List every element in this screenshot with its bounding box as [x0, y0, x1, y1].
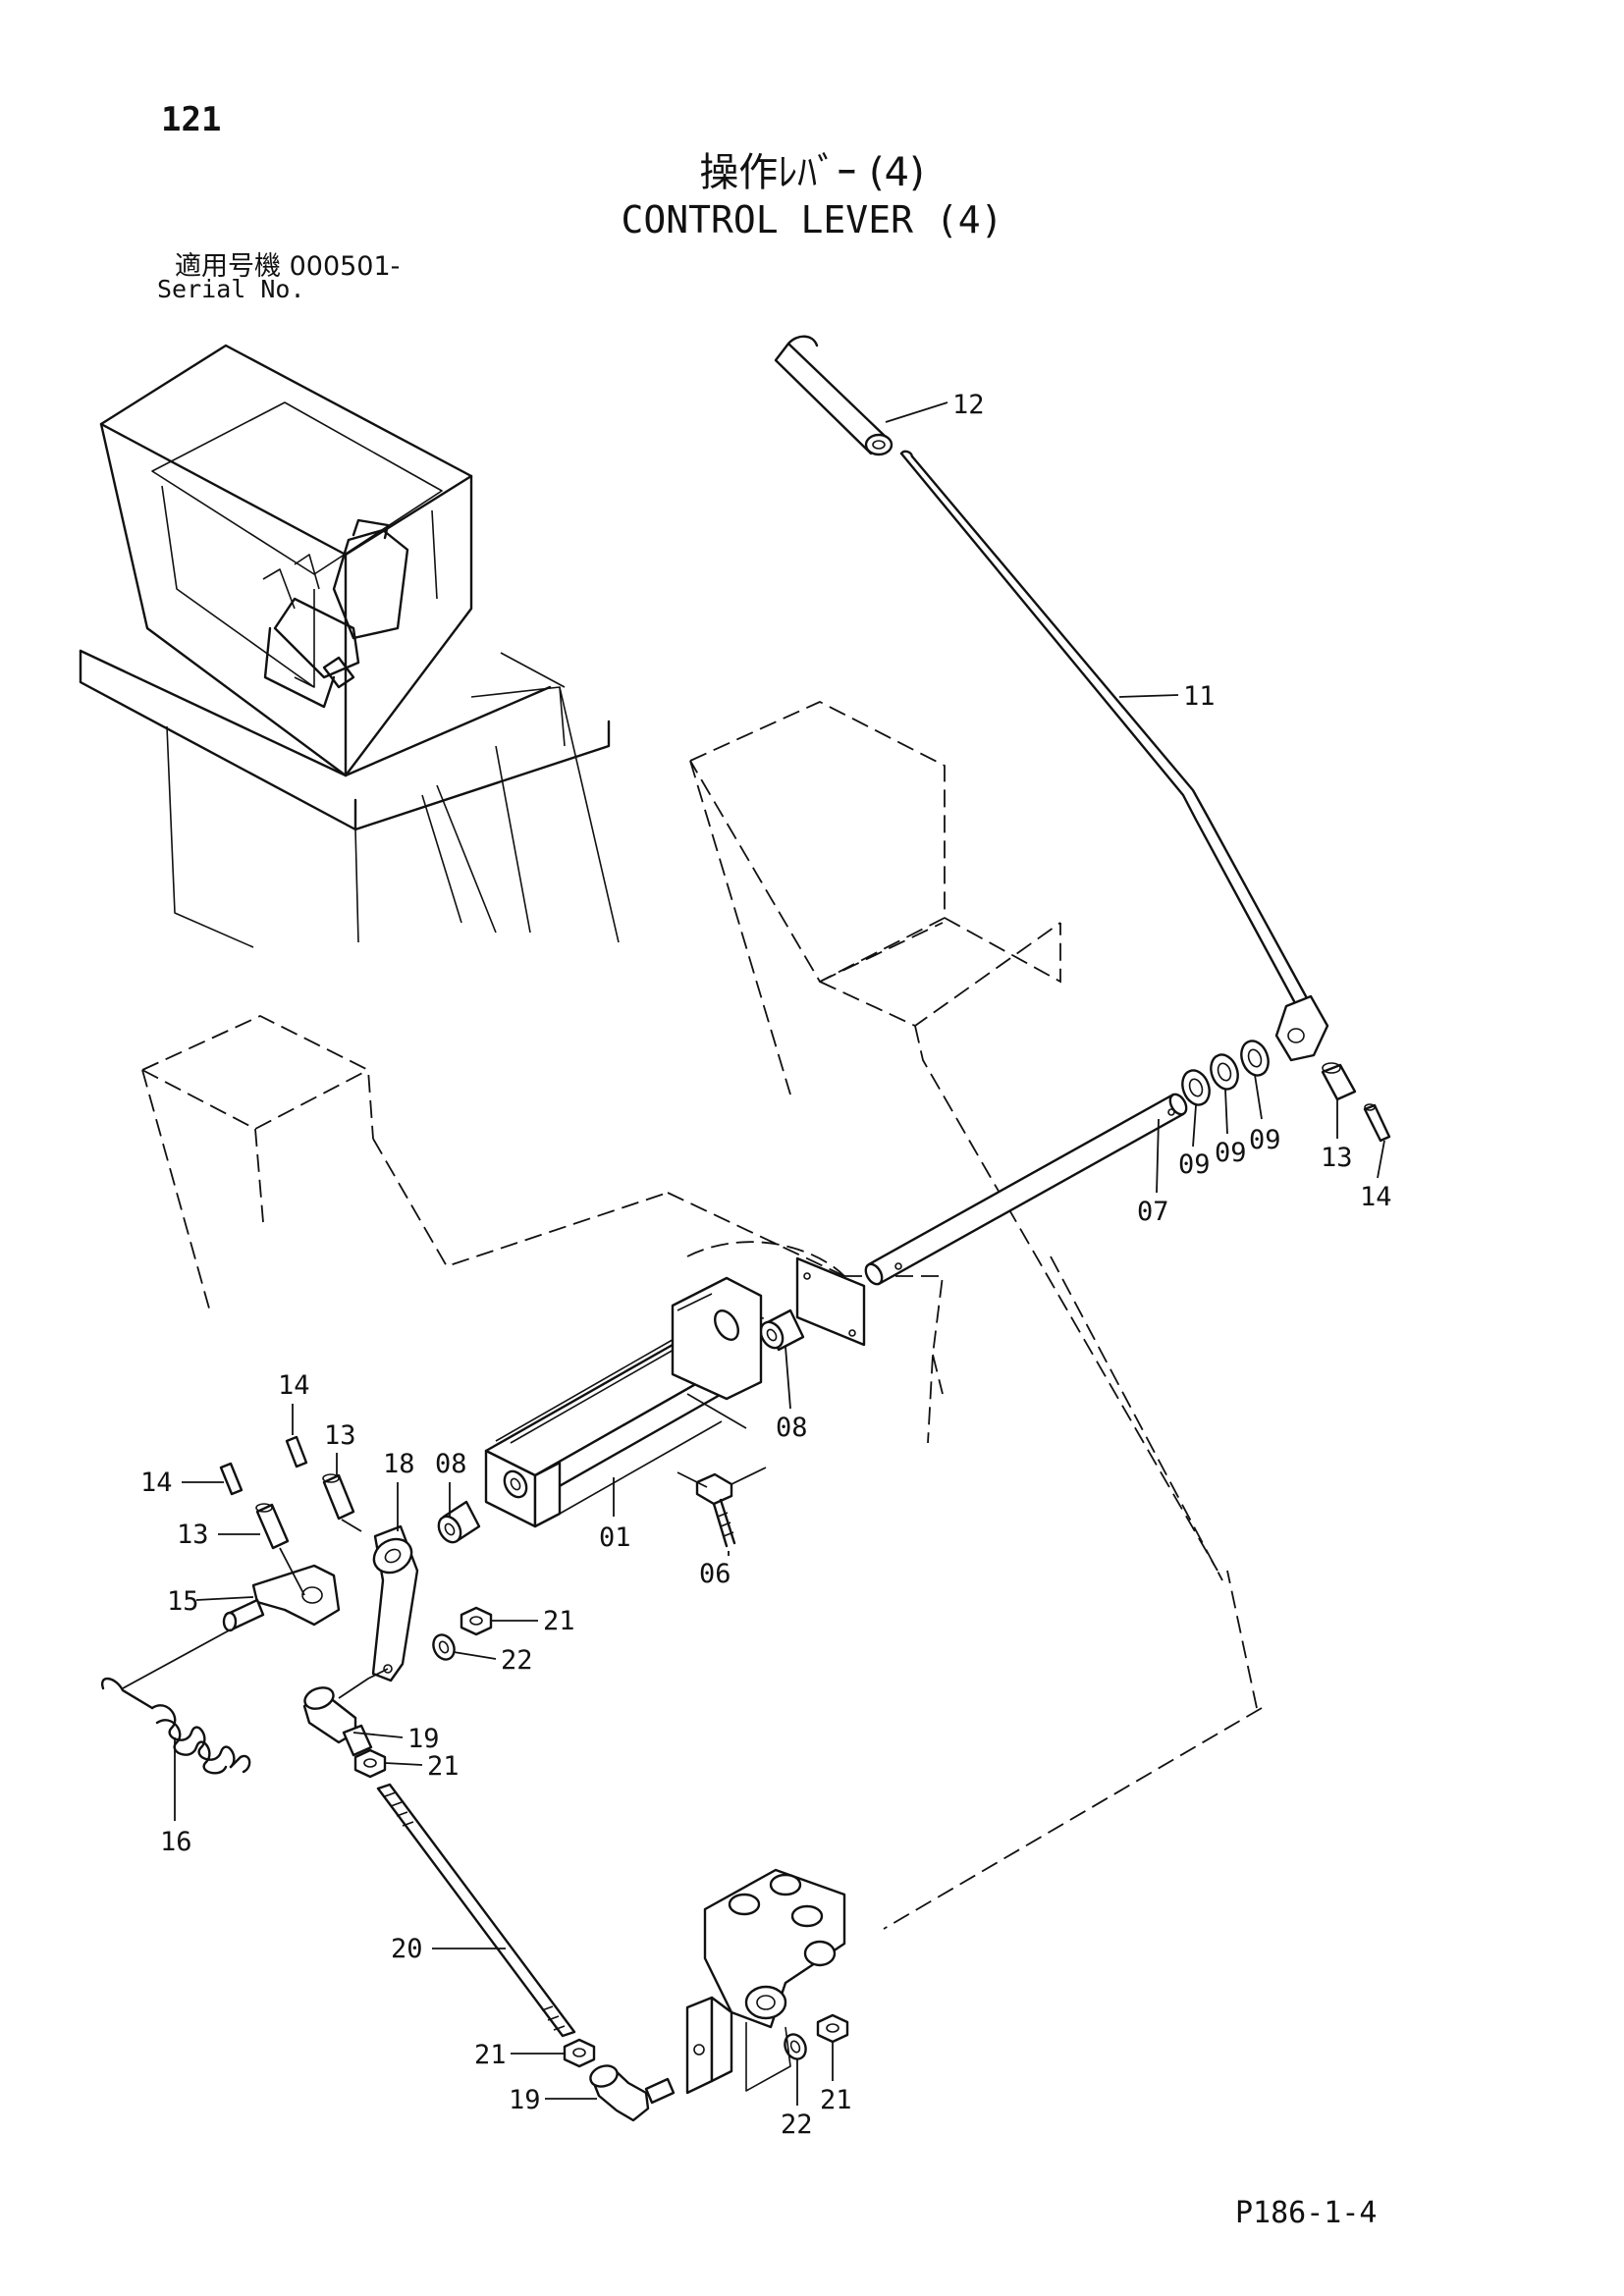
washers-part-09 — [1181, 1040, 1270, 1106]
pin-part-14-upper-left — [285, 1435, 308, 1468]
callout-14-right: 14 — [1360, 1182, 1392, 1212]
cab-overview-illustration — [79, 344, 620, 948]
page-number: 121 — [161, 100, 222, 139]
pin-part-13-upper-left — [322, 1473, 355, 1521]
ball-joint-part-19-upper — [302, 1668, 389, 1757]
callout-labels: 12 11 09 09 09 13 14 07 08 14 13 18 08 1… — [140, 390, 1392, 2140]
callout-16: 16 — [160, 1827, 192, 1857]
callout-22-lower: 22 — [781, 2109, 813, 2140]
pin-part-14-lower-left — [219, 1462, 244, 1496]
pin-part-14-right — [1363, 1103, 1391, 1143]
callout-19-upper: 19 — [407, 1724, 440, 1754]
pin-part-13-right — [1321, 1062, 1357, 1101]
callout-13-right: 13 — [1321, 1143, 1353, 1173]
leader-lines — [174, 401, 1385, 2106]
bolt-part-06 — [677, 1467, 767, 1548]
clevis-part-15 — [222, 1564, 341, 1632]
callout-11: 11 — [1183, 681, 1216, 712]
callout-21-lower-right: 21 — [820, 2085, 852, 2115]
callout-21-middle: 21 — [427, 1751, 460, 1782]
callout-08-left: 08 — [435, 1449, 467, 1479]
callout-06: 06 — [699, 1559, 731, 1589]
serial-label-english: Serial No. — [157, 275, 305, 303]
serial-label-japanese: 適用号機 000501- — [175, 251, 401, 282]
callout-13-upper: 13 — [324, 1420, 356, 1451]
nut-part-21-upper — [460, 1606, 493, 1636]
bracket-part-01 — [484, 1276, 763, 1528]
grip-part-12 — [774, 335, 893, 456]
arm-part-18 — [371, 1524, 419, 1682]
bushing-part-08-left — [437, 1500, 481, 1544]
lever-rod-part-11 — [899, 450, 1329, 1062]
title-japanese: 操作ﾚﾊﾞｰ (4) — [699, 150, 925, 195]
spring-part-16 — [100, 1629, 251, 1775]
mounting-plate — [795, 1256, 866, 1347]
nut-part-21-lower-right — [816, 2013, 849, 2044]
washer-part-22-lower — [784, 2033, 807, 2060]
nut-part-21-lower-left — [563, 2038, 596, 2068]
pilot-valve-unit — [685, 1868, 846, 2095]
callout-19-lower: 19 — [509, 2085, 541, 2115]
callout-12: 12 — [952, 390, 985, 420]
title-english: CONTROL LEVER (4) — [621, 198, 1003, 241]
threaded-rod-part-20 — [376, 1783, 576, 2038]
callout-21-lower-left: 21 — [474, 2040, 507, 2070]
pin-part-13-lower-left — [255, 1503, 290, 1550]
callout-14-upper: 14 — [278, 1370, 310, 1401]
callout-09-b: 09 — [1215, 1138, 1247, 1168]
callout-21-upper: 21 — [543, 1606, 575, 1636]
callout-07: 07 — [1137, 1197, 1169, 1227]
figure-code: P186-1-4 — [1235, 2196, 1378, 2230]
shaft-part-07 — [864, 1093, 1188, 1286]
callout-14-lower: 14 — [140, 1468, 173, 1498]
callout-13-lower: 13 — [177, 1520, 209, 1550]
callout-20: 20 — [391, 1934, 423, 1964]
ball-joint-part-19-lower — [589, 2064, 676, 2122]
phantom-console-outlines — [141, 701, 1263, 1930]
callout-18: 18 — [383, 1449, 415, 1479]
callout-08-right: 08 — [776, 1413, 808, 1443]
washer-part-22-upper — [432, 1633, 456, 1661]
callout-09-c: 09 — [1249, 1125, 1281, 1155]
callout-09-a: 09 — [1178, 1149, 1211, 1180]
bushing-part-08-right — [759, 1308, 805, 1352]
callout-22-upper: 22 — [501, 1645, 533, 1676]
callout-01: 01 — [599, 1522, 631, 1553]
nut-part-21-middle — [353, 1748, 387, 1779]
callout-15: 15 — [167, 1586, 199, 1617]
